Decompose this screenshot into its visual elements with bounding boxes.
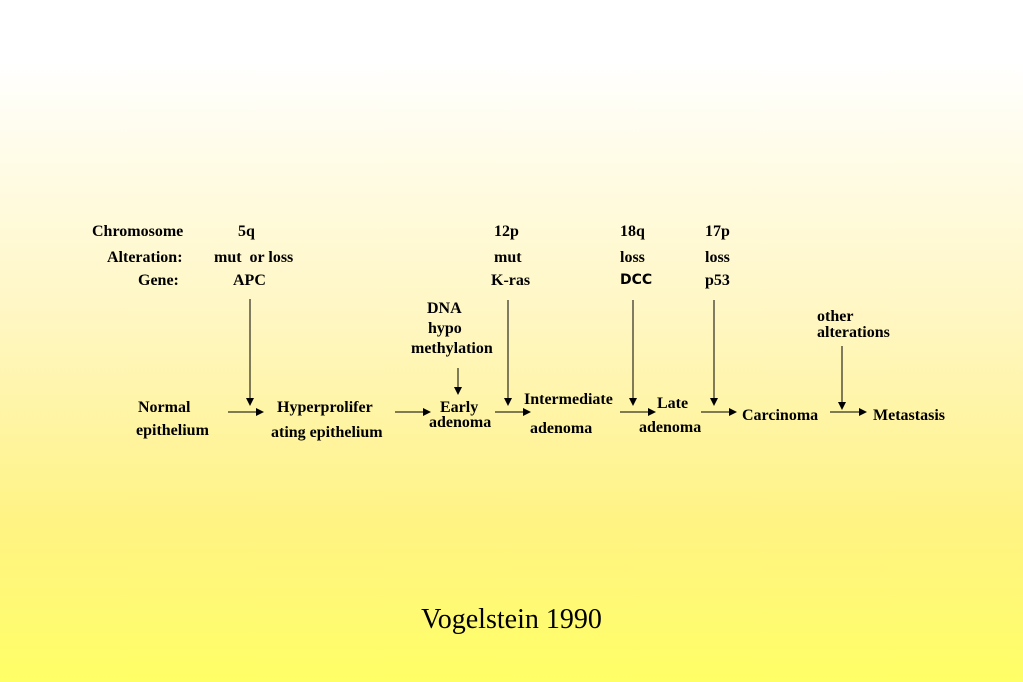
dna-hypomethylation-line1: DNA (427, 300, 462, 317)
stage-early-adenoma-line1: Early (440, 399, 479, 416)
dna-hypomethylation-line2: hypo (428, 320, 462, 337)
gene-apc: APC (233, 272, 266, 289)
chromosome-12p: 12p (494, 223, 519, 240)
chromosome-5q: 5q (238, 223, 255, 240)
gene-row-label: Gene: (138, 272, 179, 289)
alteration-kras: mut (494, 249, 522, 266)
stage-carcinoma: Carcinoma (742, 407, 819, 424)
stage-late-adenoma-line1: Late (657, 395, 689, 412)
stage-metastasis: Metastasis (873, 407, 945, 424)
gene-p53: p53 (705, 272, 730, 289)
alteration-row-label: Alteration: (107, 249, 183, 266)
stage-early-adenoma-line2: adenoma (429, 414, 492, 431)
chromosome-17p: 17p (705, 223, 730, 240)
alteration-p53: loss (705, 249, 730, 266)
other-alterations-line2: alterations (817, 324, 890, 341)
stage-hyperproliferating-line1: Hyperprolifer (277, 399, 373, 416)
gene-dcc: DCC (620, 272, 653, 288)
stage-hyperproliferating-line2: ating epithelium (271, 424, 383, 441)
stage-normal-line1: Normal (138, 399, 191, 416)
stage-late-adenoma-line2: adenoma (639, 419, 702, 436)
other-alterations-line1: other (817, 308, 854, 325)
stage-intermediate-adenoma-line1: Intermediate (524, 391, 613, 408)
stage-intermediate-adenoma-line2: adenoma (530, 420, 593, 437)
dna-hypomethylation-line3: methylation (411, 340, 493, 357)
chromosome-18q: 18q (620, 223, 645, 240)
alteration-apc: mut or loss (214, 249, 294, 266)
alteration-dcc: loss (620, 249, 645, 266)
gene-kras: K-ras (491, 272, 531, 289)
stage-normal-line2: epithelium (136, 422, 209, 439)
chromosome-row-label: Chromosome (92, 223, 184, 240)
citation: Vogelstein 1990 (421, 604, 602, 635)
